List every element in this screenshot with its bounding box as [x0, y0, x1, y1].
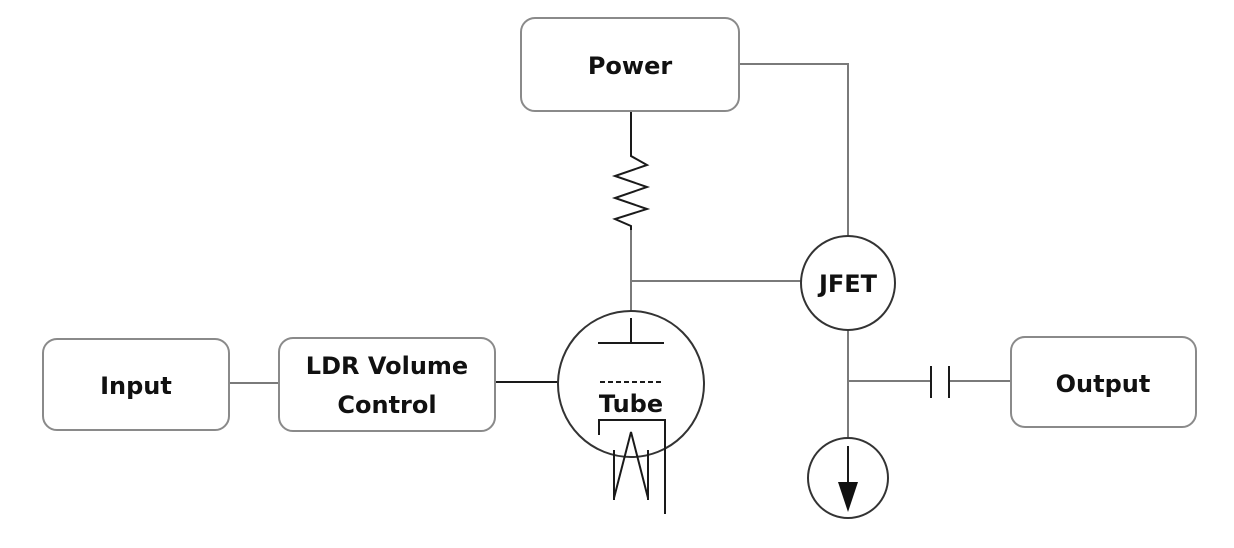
capacitor-symbol: [930, 366, 950, 398]
resistor-symbol: [611, 150, 651, 230]
tube-label: Tube: [599, 390, 663, 418]
ldr-label-line2: Control: [337, 391, 436, 419]
input-label: Input: [100, 372, 172, 400]
output-box: [1010, 336, 1197, 428]
ldr-volume-control-box: [278, 337, 496, 432]
wires: [229, 63, 1011, 445]
power-box: [520, 17, 740, 112]
power-label: Power: [588, 52, 673, 80]
output-label: Output: [1056, 370, 1151, 398]
vacuum-tube-symbol: [557, 310, 705, 514]
input-box: [42, 338, 230, 431]
ldr-label-line1: LDR Volume: [306, 352, 468, 380]
jfet-label: JFET: [817, 270, 878, 298]
wire-power-jfet: [739, 63, 849, 236]
jfet-circle: [800, 235, 896, 331]
current-source-symbol: [807, 437, 889, 519]
